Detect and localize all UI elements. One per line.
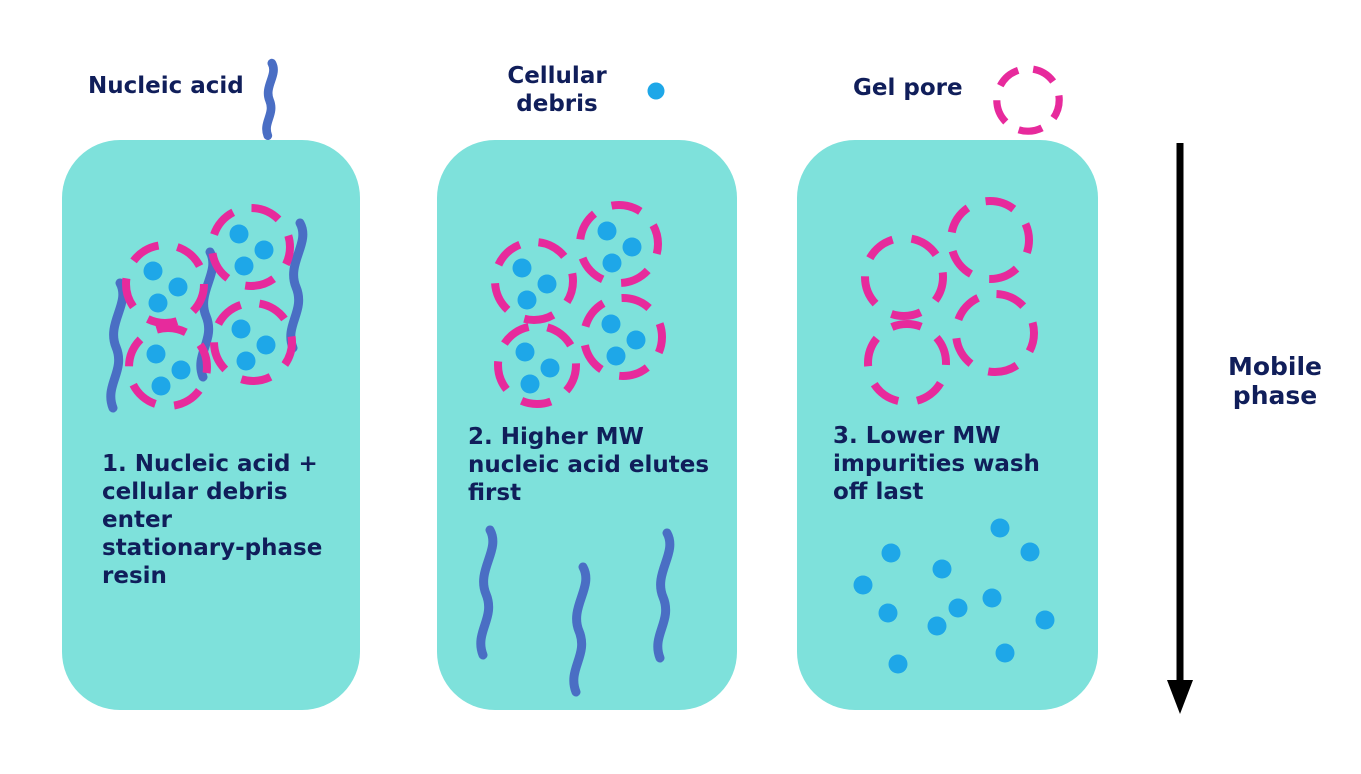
nucleic-acid-strand-icon xyxy=(574,567,586,692)
gel-pore-icon xyxy=(951,201,1029,279)
cellular-debris-icon xyxy=(982,588,1002,608)
cellular-debris-icon xyxy=(512,258,557,310)
legend-cellular-debris-label: Cellular debris xyxy=(507,63,607,117)
panel3-caption: 3. Lower MW impurities wash off last xyxy=(833,423,1040,505)
panel1-graphics xyxy=(111,208,303,408)
cellular-debris-icon xyxy=(995,643,1015,663)
gel-pores xyxy=(865,201,1034,402)
cellular-debris-icon xyxy=(1035,610,1055,630)
cellular-debris-icon xyxy=(597,221,642,273)
panel2-caption: 2. Higher MW nucleic acid elutes first xyxy=(468,424,710,506)
panel3-graphics xyxy=(853,201,1055,674)
gel-pore-icon xyxy=(214,303,292,381)
cellular-debris-icon xyxy=(647,82,665,100)
gel-pore-icon xyxy=(126,245,204,323)
cellular-debris-icon xyxy=(888,654,908,674)
cellular-debris-icon xyxy=(881,543,901,563)
panel1-caption: 1. Nucleic acid + cellular debris enter … xyxy=(102,451,323,589)
eluting-strands xyxy=(481,530,670,692)
gel-pore-icon xyxy=(868,324,946,402)
nucleic-acid-strand-icon xyxy=(658,533,670,658)
cellular-debris-icon xyxy=(1020,542,1040,562)
gel-pore-icon xyxy=(584,298,662,376)
resin-column-1 xyxy=(62,140,360,710)
gel-pore-icon xyxy=(865,238,943,316)
gel-pore-icon xyxy=(580,205,658,283)
cellular-debris-icon xyxy=(948,598,968,618)
nucleic-acid-strand-icon xyxy=(111,283,123,408)
cellular-debris-icon xyxy=(878,603,898,623)
gel-pore-icon xyxy=(212,208,290,286)
gel-pore-icon xyxy=(997,69,1059,131)
gel-pore-icon xyxy=(956,294,1034,372)
mobile-phase-label: Mobile phase xyxy=(1227,352,1323,410)
cellular-debris-icon xyxy=(515,342,560,394)
cellular-debris-icon xyxy=(229,224,274,276)
gel-pore-icon xyxy=(495,242,573,320)
cellular-debris-icon xyxy=(932,559,952,579)
cellular-debris-icon xyxy=(853,575,873,595)
washing-debris xyxy=(853,518,1055,674)
legend-gel-pore-label: Gel pore xyxy=(853,75,963,101)
nucleic-acid-strand-icon xyxy=(481,530,493,655)
gel-pore-icon xyxy=(498,326,576,404)
gel-pore-icon xyxy=(129,328,207,406)
cellular-debris-icon xyxy=(143,261,188,313)
cellular-debris-icon xyxy=(927,616,947,636)
mobile-phase-arrow xyxy=(1167,143,1193,714)
cellular-debris-icon xyxy=(990,518,1010,538)
legend-nucleic-acid-label: Nucleic acid xyxy=(88,73,244,99)
nucleic-acid-icon xyxy=(267,63,274,136)
cellular-debris-icon xyxy=(601,314,646,366)
cellular-debris-icon xyxy=(146,344,191,396)
cellular-debris-icon xyxy=(231,319,276,371)
